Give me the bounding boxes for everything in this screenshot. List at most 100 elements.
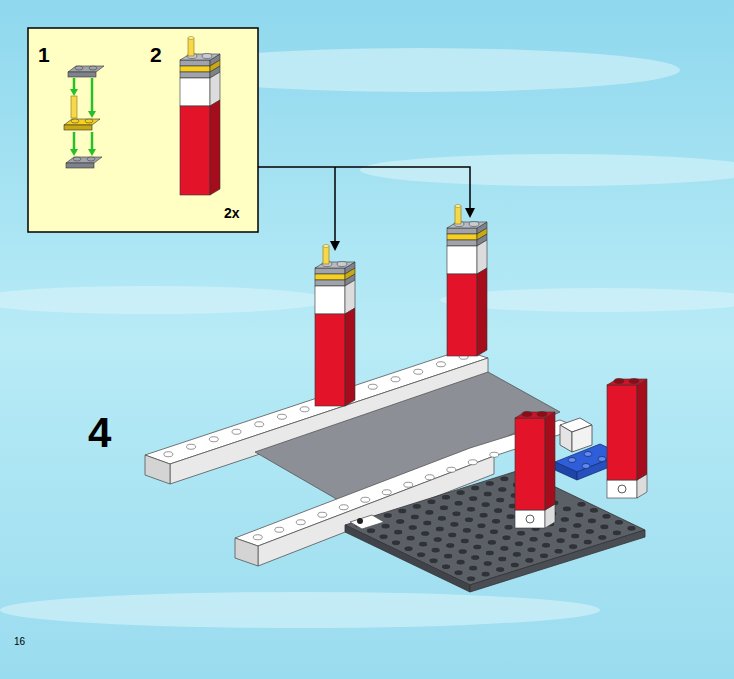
stud xyxy=(585,529,594,535)
stud xyxy=(469,565,478,571)
stud xyxy=(479,512,488,518)
hole xyxy=(618,485,626,493)
stud xyxy=(627,525,636,531)
stud xyxy=(383,513,392,519)
stud xyxy=(468,460,477,465)
stud xyxy=(598,535,607,541)
stud xyxy=(471,485,480,491)
pillar-top xyxy=(180,54,220,60)
stud xyxy=(417,552,426,558)
stud xyxy=(560,517,569,523)
stud xyxy=(471,555,480,561)
stud xyxy=(202,54,212,59)
pillar-side xyxy=(345,308,355,406)
pillar-band xyxy=(447,240,477,246)
stud xyxy=(277,414,286,419)
stud xyxy=(614,379,624,384)
stud xyxy=(425,475,434,480)
quantity-label: 2x xyxy=(224,206,240,220)
stud xyxy=(483,491,492,497)
stud xyxy=(421,531,430,537)
stud xyxy=(612,530,621,536)
stud xyxy=(500,546,509,552)
pillar-band xyxy=(180,78,210,106)
stud xyxy=(164,452,173,457)
green-arrow xyxy=(91,78,94,112)
inset-panel xyxy=(28,28,258,232)
stud xyxy=(539,553,548,559)
stud xyxy=(296,520,305,525)
stud xyxy=(367,528,376,534)
stud xyxy=(437,516,446,522)
green-arrow xyxy=(73,132,76,150)
stud xyxy=(522,412,532,417)
stud xyxy=(439,505,448,511)
pillar-band xyxy=(180,66,210,72)
stud xyxy=(187,444,196,449)
stud xyxy=(602,513,611,519)
stud xyxy=(427,499,436,505)
stud xyxy=(571,533,580,539)
stud xyxy=(446,543,455,549)
stud xyxy=(300,407,309,412)
stud xyxy=(469,496,478,502)
stud xyxy=(458,549,467,555)
stud xyxy=(475,534,484,540)
stud xyxy=(85,119,93,123)
stud xyxy=(368,384,377,389)
stud xyxy=(410,514,419,520)
green-arrowhead xyxy=(70,89,78,96)
stud xyxy=(442,564,451,570)
stud xyxy=(408,525,417,531)
stud xyxy=(517,530,526,536)
pillar-band xyxy=(447,246,477,274)
stud xyxy=(577,501,586,507)
stud xyxy=(442,494,451,500)
stud xyxy=(464,517,473,523)
stud xyxy=(589,507,598,513)
plate-side xyxy=(68,72,96,77)
pillar-side xyxy=(210,100,220,195)
pillar-band xyxy=(447,234,477,240)
plate-side xyxy=(64,125,92,130)
hole-tile xyxy=(350,515,384,529)
stud xyxy=(456,559,465,565)
pillar-top xyxy=(315,262,355,268)
stud xyxy=(406,535,415,541)
stud xyxy=(544,532,553,538)
stud xyxy=(339,505,348,510)
pillar-band xyxy=(447,274,477,356)
antenna-top xyxy=(323,245,329,248)
antenna xyxy=(188,38,194,56)
antenna-top xyxy=(188,37,194,40)
stud xyxy=(527,547,536,553)
pillar-band xyxy=(315,286,345,314)
stud xyxy=(490,452,499,457)
pillar-side xyxy=(477,268,487,356)
stud xyxy=(419,541,428,547)
stud xyxy=(454,500,463,506)
stud xyxy=(392,540,401,546)
pillar-top xyxy=(607,379,647,385)
stud xyxy=(542,542,551,548)
step-number: 1 xyxy=(38,44,50,65)
stud xyxy=(504,524,513,530)
stud xyxy=(431,547,440,553)
pillar-band xyxy=(515,418,545,510)
stud xyxy=(573,523,582,529)
pillar-band xyxy=(180,106,210,195)
hole xyxy=(526,515,534,523)
stud xyxy=(447,467,456,472)
stud xyxy=(469,222,479,227)
stud xyxy=(396,519,405,525)
stud xyxy=(629,379,639,384)
inset-box: 122x xyxy=(28,28,258,232)
stud xyxy=(361,497,370,502)
stud xyxy=(456,490,465,496)
pillar-band xyxy=(315,268,345,274)
stud xyxy=(483,561,492,567)
stud xyxy=(587,518,596,524)
stud xyxy=(498,556,507,562)
